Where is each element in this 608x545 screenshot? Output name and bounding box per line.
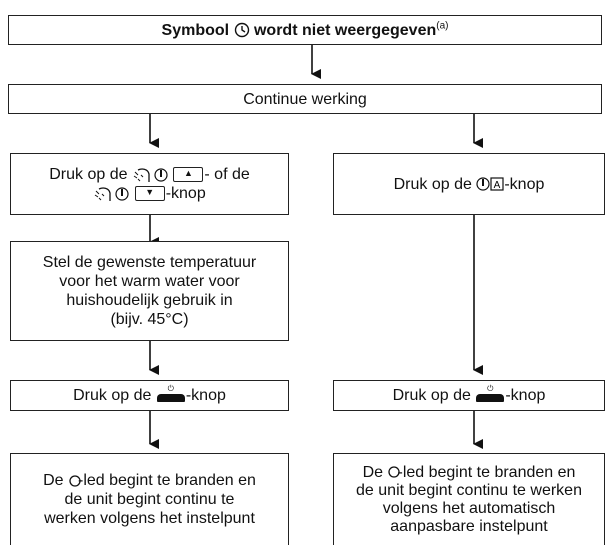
set-temp-line-3: huishoudelijk gebruik in xyxy=(66,292,233,309)
down-button-icon: ▼ xyxy=(134,186,165,202)
set-temp-line-4: (bijv. 45°C) xyxy=(110,311,189,328)
right-result-text-b: -led begint te branden en xyxy=(397,463,576,481)
power-clock-icon xyxy=(234,23,249,38)
led-circle-icon xyxy=(388,466,401,478)
left-result-text-a: De xyxy=(43,472,64,489)
thermometer-icon xyxy=(476,177,490,191)
continue-box: Continue werking xyxy=(8,84,602,114)
led-circle-icon xyxy=(69,475,81,487)
header-text: Symbool xyxy=(161,21,230,39)
left-press-text-c: -knop xyxy=(165,185,206,202)
left-press-text-a: Druk op de xyxy=(49,166,128,183)
left-on-text-a: Druk op de xyxy=(73,387,152,404)
right-press-text-b: -knop xyxy=(504,175,545,193)
auto-button-icon: A xyxy=(490,177,504,191)
right-press-on-box: Druk op de ⏻-knop xyxy=(333,380,605,411)
right-result-line-3: volgens het automatisch xyxy=(382,499,556,517)
svg-text:A: A xyxy=(494,180,501,191)
right-on-text-b: -knop xyxy=(505,387,546,404)
thermometer-icon xyxy=(115,187,129,201)
right-result-text-a: De xyxy=(362,463,384,481)
header-footnote: (a) xyxy=(436,20,449,32)
right-press-text-a: Druk op de xyxy=(393,175,472,193)
header-box: Symbool wordt niet weergegeven(a) xyxy=(8,15,602,45)
on-off-button-icon: ⏻ xyxy=(156,384,185,402)
set-temp-line-2: voor het warm water voor xyxy=(59,273,240,290)
right-result-box: De -led begint te branden en de unit beg… xyxy=(333,453,605,545)
on-off-button-icon: ⏻ xyxy=(476,384,505,402)
left-result-box: De -led begint te branden en de unit beg… xyxy=(10,453,289,545)
header-text-after: wordt niet weergegeven xyxy=(253,21,437,39)
right-result-line-4: aanpasbare instelpunt xyxy=(390,517,548,535)
left-result-line-3: werken volgens het instelpunt xyxy=(44,510,255,527)
left-result-text-b: -led begint te branden en xyxy=(77,472,256,489)
left-press-updown-box: Druk op de ▲- of de ▼-knop xyxy=(10,153,289,215)
shower-icon xyxy=(133,168,150,182)
continue-label: Continue werking xyxy=(243,90,367,108)
right-on-text-a: Druk op de xyxy=(392,387,471,404)
up-button-icon: ▲ xyxy=(173,167,204,183)
thermometer-icon xyxy=(154,168,168,182)
left-on-text-b: -knop xyxy=(185,387,226,404)
left-result-line-2: de unit begint continu te xyxy=(64,491,235,508)
right-press-auto-box: Druk op de A -knop xyxy=(333,153,605,215)
set-temp-line-1: Stel de gewenste temperatuur xyxy=(42,254,257,271)
right-result-line-2: de unit begint continu te werken xyxy=(356,481,582,499)
left-press-text-b: - of de xyxy=(204,166,250,183)
left-set-temp-box: Stel de gewenste temperatuur voor het wa… xyxy=(10,241,289,341)
left-press-on-box: Druk op de ⏻-knop xyxy=(10,380,289,411)
shower-icon xyxy=(94,187,111,201)
